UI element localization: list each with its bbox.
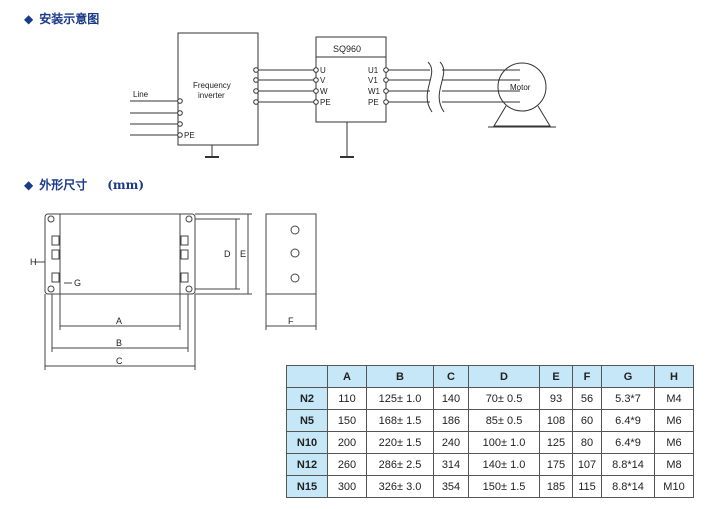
- pe-label: PE: [184, 131, 195, 140]
- header-f: F: [572, 365, 602, 388]
- cell-g: 8.8*14: [601, 453, 655, 476]
- cell-b: 125± 1.0: [366, 387, 434, 410]
- install-diagram-title: 安装示意图: [39, 12, 100, 26]
- cell-e: 185: [539, 475, 573, 498]
- inverter-port-u: U: [320, 66, 326, 75]
- cell-f: 60: [572, 409, 602, 432]
- cell-c: 186: [433, 409, 469, 432]
- table-row: N12 260 286± 2.5 314 140± 1.0 175 107 8.…: [286, 453, 694, 476]
- line-label: Line: [133, 90, 149, 99]
- cell-e: 175: [539, 453, 573, 476]
- dimensions-heading: ◆ 外形尺寸 (mm): [24, 176, 144, 193]
- dim-label-h: H: [30, 257, 37, 267]
- header-c: C: [433, 365, 469, 388]
- cell-g: 6.4*9: [601, 409, 655, 432]
- cell-b: 286± 2.5: [366, 453, 434, 476]
- cell-e: 125: [539, 431, 573, 454]
- cell-d: 70± 0.5: [468, 387, 540, 410]
- motor-circle: [497, 62, 547, 112]
- header-model: [286, 365, 328, 388]
- cell-g: 8.8*14: [601, 475, 655, 498]
- header-g: G: [601, 365, 655, 388]
- row-model: N2: [286, 387, 328, 410]
- inverter-label-2: inverter: [198, 91, 225, 100]
- cell-b: 326± 3.0: [366, 475, 434, 498]
- cell-h: M6: [654, 431, 694, 454]
- cell-a: 300: [327, 475, 367, 498]
- dim-label-a: A: [116, 316, 122, 326]
- cell-a: 110: [327, 387, 367, 410]
- cell-d: 150± 1.5: [468, 475, 540, 498]
- filter-port-pe: PE: [368, 98, 379, 107]
- inverter-port-w: W: [320, 87, 328, 96]
- dimensions-table: A B C D E F G H N2 110 125± 1.0 140 70± …: [286, 365, 694, 498]
- row-model: N15: [286, 475, 328, 498]
- table-row: N5 150 168± 1.5 186 85± 0.5 108 60 6.4*9…: [286, 409, 694, 432]
- cell-c: 354: [433, 475, 469, 498]
- cell-d: 100± 1.0: [468, 431, 540, 454]
- cell-f: 80: [572, 431, 602, 454]
- row-model: N12: [286, 453, 328, 476]
- cell-f: 56: [572, 387, 602, 410]
- header-d: D: [468, 365, 540, 388]
- cell-a: 150: [327, 409, 367, 432]
- motor-label: Motor: [510, 83, 531, 92]
- dim-label-d: D: [224, 249, 231, 259]
- inverter-port-pe: PE: [320, 98, 331, 107]
- dim-label-f: F: [288, 316, 294, 326]
- inverter-port-v: V: [320, 76, 326, 85]
- motor-base: [493, 105, 551, 127]
- cell-e: 93: [539, 387, 573, 410]
- diamond-bullet-icon: ◆: [24, 11, 34, 26]
- cell-f: 107: [572, 453, 602, 476]
- dim-label-c: C: [116, 356, 123, 366]
- cell-c: 240: [433, 431, 469, 454]
- cell-g: 6.4*9: [601, 431, 655, 454]
- cell-d: 85± 0.5: [468, 409, 540, 432]
- dim-label-e: E: [240, 249, 246, 259]
- cell-c: 140: [433, 387, 469, 410]
- filter-port-u1: U1: [368, 66, 379, 75]
- row-model: N5: [286, 409, 328, 432]
- cell-h: M4: [654, 387, 694, 410]
- filter-outline-front: [44, 213, 196, 295]
- cell-h: M10: [654, 475, 694, 498]
- filter-title: SQ960: [333, 44, 361, 54]
- header-e: E: [539, 365, 573, 388]
- filter-port-v1: V1: [368, 76, 378, 85]
- cell-h: M6: [654, 409, 694, 432]
- row-model: N10: [286, 431, 328, 454]
- header-b: B: [366, 365, 434, 388]
- cell-h: M8: [654, 453, 694, 476]
- cell-a: 260: [327, 453, 367, 476]
- inverter-box: [177, 32, 259, 146]
- cell-f: 115: [572, 475, 602, 498]
- dim-label-g: G: [74, 278, 81, 288]
- cell-g: 5.3*7: [601, 387, 655, 410]
- cell-b: 168± 1.5: [366, 409, 434, 432]
- cell-a: 200: [327, 431, 367, 454]
- cell-e: 108: [539, 409, 573, 432]
- cell-b: 220± 1.5: [366, 431, 434, 454]
- filter-port-w1: W1: [368, 87, 381, 96]
- dim-label-b: B: [116, 338, 122, 348]
- table-row: N15 300 326± 3.0 354 150± 1.5 185 115 8.…: [286, 475, 694, 498]
- header-a: A: [327, 365, 367, 388]
- table-row: N2 110 125± 1.0 140 70± 0.5 93 56 5.3*7 …: [286, 387, 694, 410]
- inverter-label-1: Frequency: [193, 81, 231, 90]
- cell-c: 314: [433, 453, 469, 476]
- filter-outline-side: [265, 213, 317, 295]
- header-h: H: [654, 365, 694, 388]
- dimensions-title: 外形尺寸: [39, 178, 88, 192]
- table-row: N10 200 220± 1.5 240 100± 1.0 125 80 6.4…: [286, 431, 694, 454]
- install-diagram-heading: ◆ 安装示意图: [24, 10, 99, 27]
- table-header-row: A B C D E F G H: [286, 365, 694, 388]
- dimensions-unit: (mm): [107, 177, 144, 192]
- diamond-bullet-icon: ◆: [24, 177, 34, 192]
- cell-d: 140± 1.0: [468, 453, 540, 476]
